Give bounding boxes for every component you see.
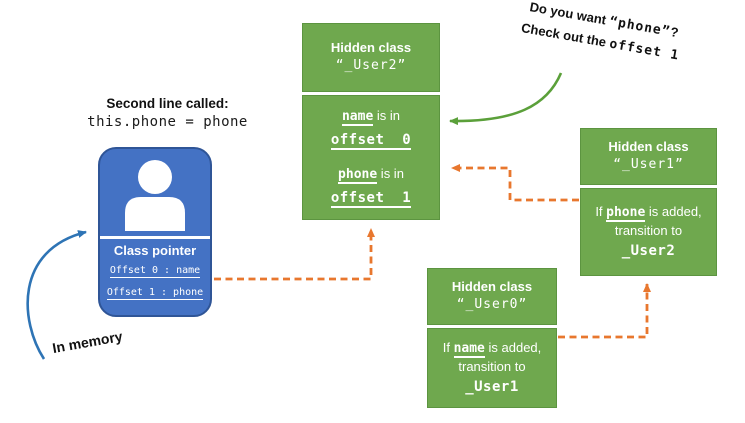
user2-row2-text: is in [377,166,404,181]
user2-row-phone: phone is in offset 1 [330,165,412,208]
user1-phone-token: phone [606,204,646,222]
user1-after: is added, [645,203,702,219]
user2-row-name: name is in offset 0 [330,107,412,150]
card-offset-1-text: Offset 1 : phone [106,287,204,300]
user0-body: If name is added, transition to _User1 [427,328,557,408]
user2-header-line2: “_User2” [335,57,407,73]
card-offset-0: Offset 0 : name [100,265,210,278]
second-line-code: this.phone = phone [87,114,248,130]
callout-line1-post: ? [669,23,680,41]
user0-if: If [442,339,454,355]
user1-target-class: _User2 [621,243,676,260]
hidden-class-user2-box: Hidden class “_User2” name is in offset … [302,23,440,220]
user0-header-line1: Hidden class [451,278,533,294]
user0-body-line2: transition to [458,359,526,375]
user0-name-token: name [453,340,485,358]
in-memory-label: In memory [51,327,124,357]
user0-after: is added, [484,339,542,355]
orange-dashed-arrow-user0-to-user1 [558,283,651,339]
orange-dashed-arrow-card-to-user2 [214,228,375,281]
green-curved-arrow-callout [449,72,563,126]
user1-header-line2: “_User1” [613,156,684,172]
person-icon [100,155,210,233]
user1-body-line1: If phone is added, [595,203,702,223]
hidden-class-user0-box: Hidden class “_User0” If name is added, … [427,268,557,408]
user2-body: name is in offset 0 phone is in offset 1 [302,95,440,220]
user1-header: Hidden class “_User1” [580,128,717,185]
user0-target-class: _User1 [465,379,519,396]
object-card: Class pointer Offset 0 : name Offset 1 :… [98,147,212,317]
user2-phone-token: phone [338,167,378,184]
user2-offset0: offset 0 [330,131,412,150]
card-offset-1: Offset 1 : phone [100,287,210,300]
user2-name-token: name [341,108,374,126]
user1-body-line2: transition to [614,223,683,239]
user1-if: If [595,203,607,219]
orange-dashed-arrow-user1-to-user2 [451,164,579,202]
user0-body-line1: If name is added, [442,339,542,359]
second-line-label: Second line called: [106,96,229,111]
hidden-class-user1-box: Hidden class “_User1” If phone is added,… [580,128,717,276]
class-pointer-label: Class pointer [113,243,197,258]
card-divider [100,236,210,239]
callout-note: Do you want “phone”? Check out the offse… [466,0,737,77]
user1-header-line1: Hidden class [608,138,689,154]
user2-header-line1: Hidden class [330,39,412,55]
user1-body: If phone is added, transition to _User2 [580,188,717,276]
user2-row1-text: is in [373,107,401,123]
second-line-note: Second line called: this.phone = phone [75,96,260,130]
user0-header-line2: “_User0” [456,296,528,312]
user0-header: Hidden class “_User0” [427,268,557,325]
user2-offset1: offset 1 [330,189,412,208]
user2-header: Hidden class “_User2” [302,23,440,92]
card-offset-0-text: Offset 0 : name [109,265,201,278]
